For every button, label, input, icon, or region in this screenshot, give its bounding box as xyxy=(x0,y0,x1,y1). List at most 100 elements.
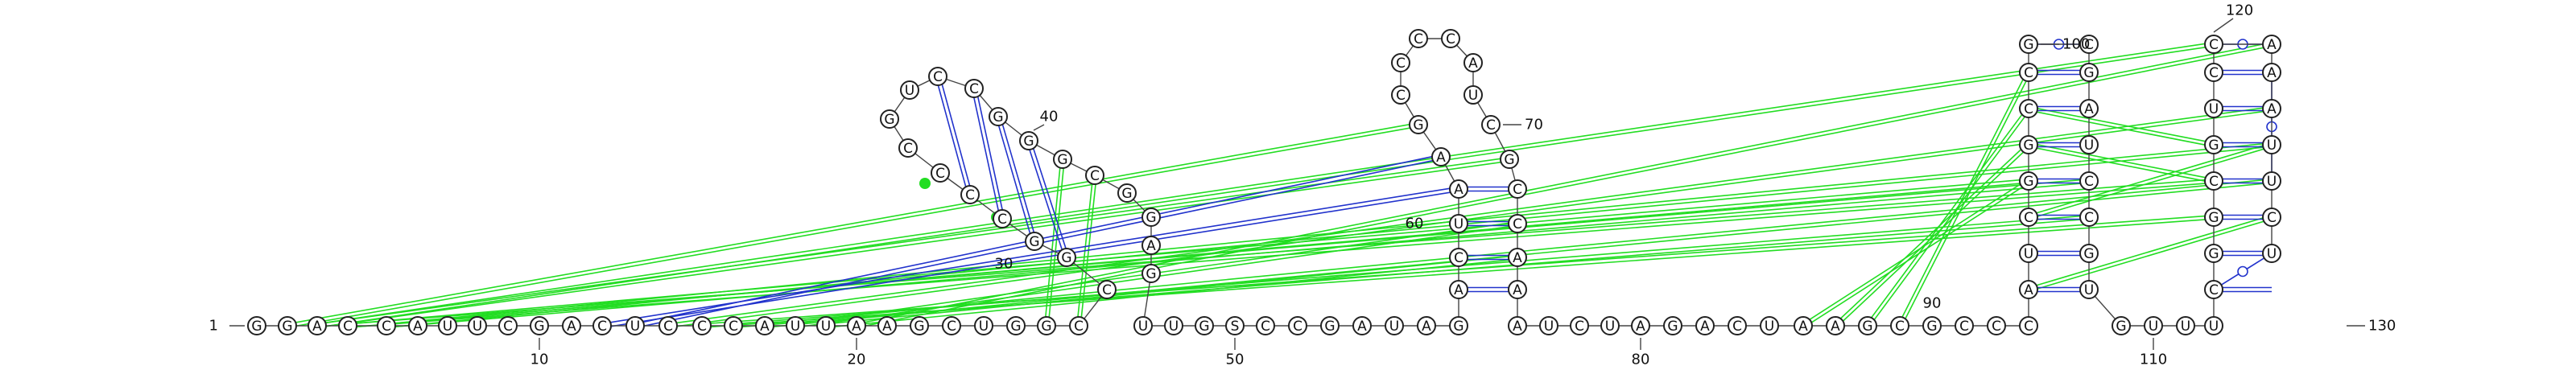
nucleotide-letter: U xyxy=(2267,138,2277,154)
nucleotide-letter: G xyxy=(1453,319,1463,335)
nucleotide-circle xyxy=(1141,264,1161,283)
nucleotide-circle xyxy=(1794,316,1813,335)
nucleotide-circle xyxy=(438,316,457,335)
nucleotide-circle xyxy=(1449,179,1468,199)
nucleotide-letter: G xyxy=(2083,65,2094,81)
nucleotide-circle xyxy=(1463,85,1483,105)
nucleotide-circle xyxy=(1481,115,1501,134)
nucleotide-circle xyxy=(1391,85,1410,105)
nucleotide-circle xyxy=(1385,316,1404,335)
nucleotide-circle xyxy=(1539,316,1558,335)
tertiary-interaction xyxy=(316,42,2214,325)
nucleotide-letter: C xyxy=(1396,88,1406,104)
nucleotide-circle xyxy=(1409,115,1428,134)
nucleotide-letter: C xyxy=(903,141,913,157)
nucleotide-circle xyxy=(2079,135,2099,154)
nucleotide-letter: G xyxy=(1146,266,1156,282)
nucleotide-letter: C xyxy=(2024,319,2033,335)
nucleotide-circle xyxy=(755,316,774,335)
nucleotide-circle xyxy=(2079,208,2099,227)
position-ticks xyxy=(229,18,2365,350)
tertiary-interaction xyxy=(287,122,1418,325)
position-label: 130 xyxy=(2368,318,2396,335)
nucleotide-letter: G xyxy=(1146,210,1156,226)
nucleotide-letter: U xyxy=(791,319,800,335)
nucleotide-letter: G xyxy=(884,112,894,128)
nucleotide-circle xyxy=(2112,316,2131,335)
tertiary-interaction xyxy=(668,109,2273,328)
nucleotide-circle xyxy=(1500,150,1519,169)
nucleotide-circle xyxy=(1449,316,1468,335)
nucleotide-letter: G xyxy=(1121,186,1132,202)
nucleotide-circle xyxy=(1097,280,1117,299)
nucleotide-letter: C xyxy=(2209,282,2219,298)
nucleotide-circle xyxy=(2019,244,2038,263)
nucleotide-circle xyxy=(1256,316,1275,335)
nucleotide-circle xyxy=(1195,316,1214,335)
nucleotide-circle xyxy=(2204,208,2223,227)
nucleotide-letter: C xyxy=(2267,210,2277,226)
nucleotide-circle xyxy=(308,316,327,335)
position-label: 40 xyxy=(1040,109,1059,125)
nucleotide-letter: C xyxy=(1575,319,1584,335)
nucleotide-circle xyxy=(658,316,678,335)
nucleotide-circle xyxy=(942,316,961,335)
position-label: 1 xyxy=(209,318,218,335)
position-tick xyxy=(1033,124,1045,131)
nucleotide-letter: A xyxy=(852,319,861,335)
nucleotide-circle xyxy=(1955,316,1974,335)
nucleotide-circle xyxy=(1508,179,1527,199)
nucleotide-letter: C xyxy=(935,166,945,182)
nucleotide-circle xyxy=(2019,316,2038,335)
tertiary-interaction xyxy=(825,255,1517,325)
tertiary-interaction xyxy=(1868,109,2031,327)
nucleotide-circle xyxy=(931,163,950,183)
nucleotide-circle xyxy=(1570,316,1589,335)
nucleotide-letter: U xyxy=(2149,319,2158,335)
nucleotide-circle xyxy=(910,316,929,335)
nucleotide-circle xyxy=(2262,208,2281,227)
nucleotide-circle xyxy=(974,316,993,335)
position-tick xyxy=(2213,18,2234,33)
nucleotide-circle xyxy=(2262,135,2281,154)
position-label: 80 xyxy=(1632,352,1650,368)
nucleotide-letter: G xyxy=(534,319,544,335)
nucleotide-circle xyxy=(1890,316,1909,335)
tertiary-interaction xyxy=(1865,107,2028,326)
nucleotide-letter: C xyxy=(2024,65,2033,81)
nucleotide-letter: G xyxy=(251,319,262,335)
nucleotide-letter: C xyxy=(1102,282,1112,298)
nucleotide-letter: C xyxy=(1446,31,1455,47)
nucleotide-circle xyxy=(816,316,836,335)
nucleotide-letter: G xyxy=(1504,152,1514,168)
nucleotide-letter: A xyxy=(1422,319,1431,335)
nucleotide-letter: U xyxy=(2181,319,2190,335)
tertiary-interaction xyxy=(317,45,2215,328)
nucleotide-circle xyxy=(1057,248,1076,267)
nucleotide-circle xyxy=(1133,316,1153,335)
nucleotide-circle xyxy=(993,209,1012,228)
nucleotide-circle xyxy=(1922,316,1942,335)
nucleotide-letter: C xyxy=(663,319,673,335)
nucleotide-letter: A xyxy=(567,319,576,335)
nucleotide-circle xyxy=(1069,316,1088,335)
nucleotide-circle xyxy=(592,316,612,335)
nucleotide-letter: G xyxy=(1061,250,1071,266)
nucleotide-circle xyxy=(2019,135,2038,154)
nucleotide-letter: A xyxy=(760,319,770,335)
tertiary-interaction xyxy=(316,157,1509,325)
nucleotide-circle xyxy=(989,107,1008,126)
nucleotide-circle xyxy=(1695,316,1715,335)
nucleotide-circle xyxy=(1006,316,1026,335)
nucleotide-letter: G xyxy=(1862,319,1872,335)
interaction-marker xyxy=(919,178,931,189)
nucleotide-letter: C xyxy=(2024,101,2033,117)
nucleotide-circle xyxy=(2019,208,2038,227)
nucleotide-letter: U xyxy=(979,319,989,335)
nucleotide-circle xyxy=(900,80,919,100)
nucleotide-circle xyxy=(692,316,712,335)
nucleotide-letter: A xyxy=(1436,150,1446,166)
nucleotide-circle xyxy=(1987,316,2006,335)
tertiary-interaction xyxy=(667,106,2272,325)
